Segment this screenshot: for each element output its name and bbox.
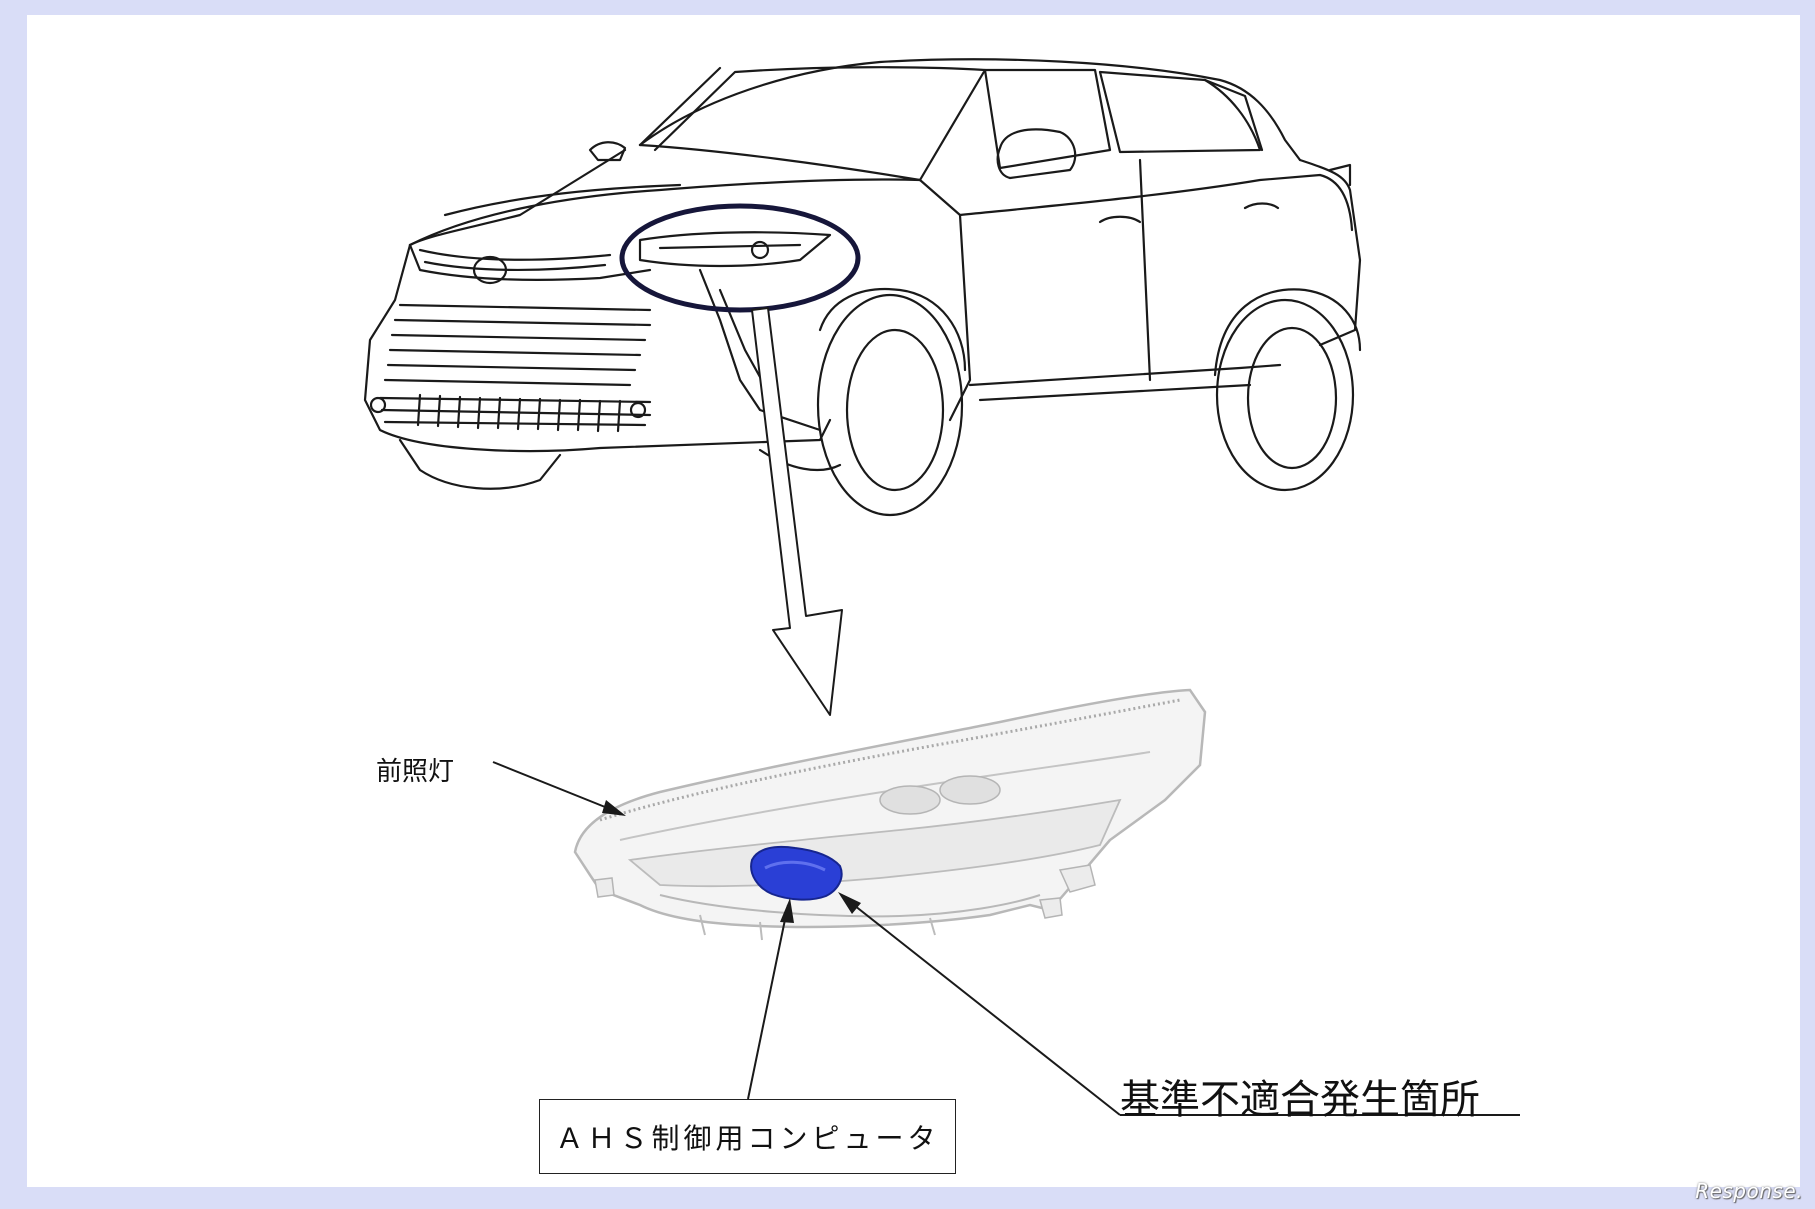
computer-leader-line: [747, 904, 789, 1100]
headlamp-highlight-ring: [619, 203, 861, 313]
headlamp-leader-arrowhead: [602, 800, 626, 816]
ahs-computer-part: [750, 845, 843, 901]
ahs-computer-label: ＡＨＳ制御用コンピュータ: [555, 1121, 940, 1155]
ahs-computer-label-box: ＡＨＳ制御用コンピュータ: [539, 1099, 956, 1174]
headlamp-unit-illustration: [573, 688, 1207, 941]
defect-location-label: 基準不適合発生箇所: [1120, 1077, 1480, 1123]
car-illustration: [363, 58, 1362, 517]
zoom-arrow: [751, 307, 843, 716]
diagram-panel: [27, 15, 1800, 1187]
headlamp-leader-line: [492, 761, 621, 814]
defect-leader-line: [844, 897, 1121, 1116]
computer-leader-arrowhead: [780, 898, 794, 923]
headlamp-label: 前照灯: [376, 757, 455, 787]
response-watermark: Response.: [1695, 1179, 1803, 1203]
defect-leader-arrowhead: [838, 892, 861, 914]
